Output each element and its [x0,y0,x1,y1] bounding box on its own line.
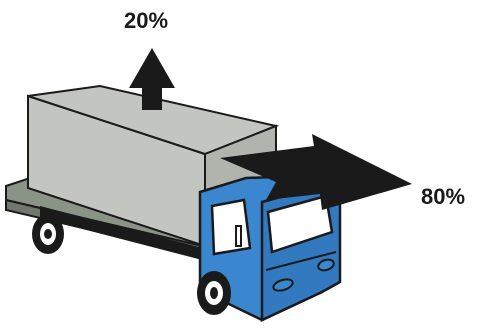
arrow-up [129,48,175,110]
percent-label-right: 80% [421,184,466,209]
headlight-left [272,278,294,292]
windshield [266,194,334,254]
headlight-right [317,258,335,272]
door-handle [235,225,242,247]
cab [198,174,342,322]
percent-label-up: 20% [124,8,169,33]
wheels [32,214,231,315]
side-window [210,198,252,256]
arrow-right [220,134,412,210]
